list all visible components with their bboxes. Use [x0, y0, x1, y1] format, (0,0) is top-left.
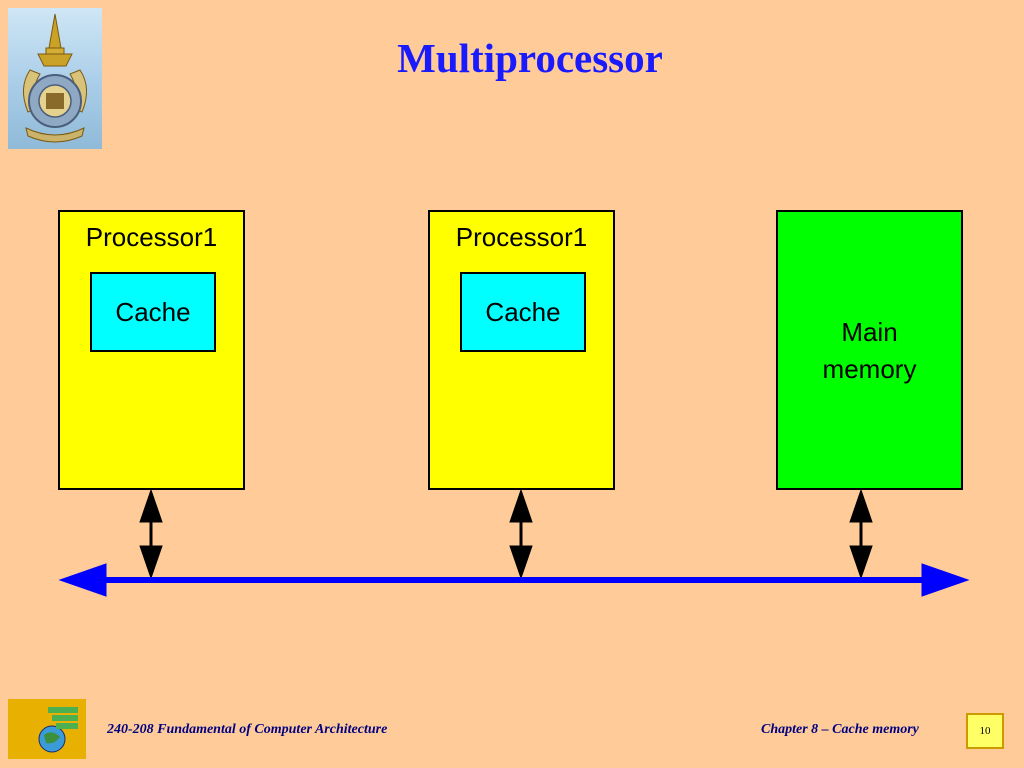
cache-label: Cache [115, 296, 191, 327]
processor-box-2: Processor1 Cache [428, 210, 615, 490]
cache-label: Cache [485, 296, 561, 327]
connector-arrow-processor-1 [139, 488, 163, 580]
memory-label-line2: memory [822, 354, 917, 384]
connector-arrow-processor-2 [509, 488, 533, 580]
cache-box: Cache [460, 272, 586, 352]
main-memory-box: Main memory [776, 210, 963, 490]
slide-title: Multiprocessor [397, 35, 663, 81]
processor-label: Processor1 [455, 222, 588, 252]
footer-course-title: 208 Fundamental of Computer Architecture [132, 722, 388, 737]
university-emblem-icon [8, 8, 102, 149]
footer-course-number: 240- [107, 722, 133, 737]
footer-course: 240-208 Fundamental of Computer Architec… [107, 723, 387, 737]
page-number: 10 [979, 725, 991, 737]
department-logo-icon [8, 699, 86, 759]
connector-arrow-memory [849, 488, 873, 580]
processor-label: Processor1 [85, 222, 218, 252]
page-number-chip: 10 [966, 713, 1004, 749]
memory-label-line1: Main [841, 317, 898, 347]
cache-box: Cache [90, 272, 216, 352]
footer-chapter: Chapter 8 – Cache memory [761, 722, 919, 737]
processor-box-1: Processor1 Cache [58, 210, 245, 490]
system-bus-arrow [58, 563, 970, 597]
